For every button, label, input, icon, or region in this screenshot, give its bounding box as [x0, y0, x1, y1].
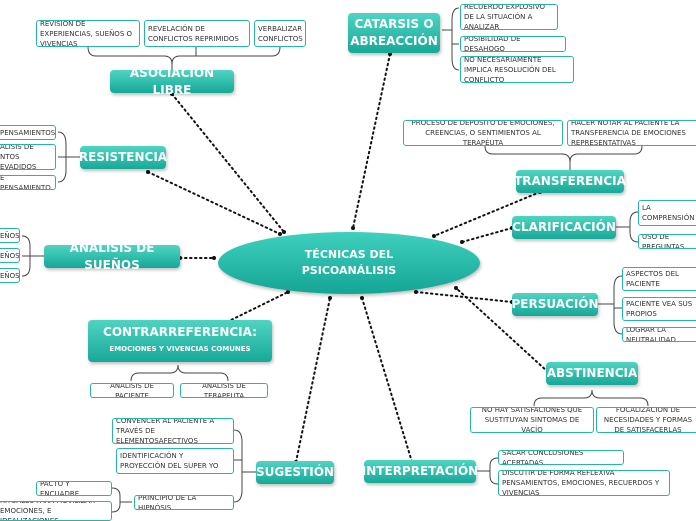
topic-contrarreferencia[interactable]: CONTRARREFERENCIA: EMOCIONES Y VIVENCIAS… [88, 320, 272, 362]
topic-resistencia[interactable]: RESISTENCIA [78, 146, 168, 169]
topic-interpretacion-label: INTERPRETACIÓN [361, 464, 479, 478]
leaf-abstinencia-1[interactable]: NO HAY SATISFACIONES QUE SUSTITUYAN SINT… [470, 407, 594, 433]
leaf-clarificacion-1[interactable]: COMPROBAR LA COMPRENSIÓN DEL PACIENTE [638, 200, 696, 226]
topic-interpretacion[interactable]: INTERPRETACIÓN [361, 460, 479, 483]
leaf-asociacion-1[interactable]: REVISIÓN DE EXPERIENCIAS, SUEÑOS O VIVEN… [36, 20, 140, 47]
leaf-resistencia-1[interactable]: PENSAMIENTOS [0, 125, 56, 140]
leaf-transferencia-2[interactable]: HACER NOTAR AL PACIENTE LA TRANSFERENCIA… [567, 120, 696, 146]
leaf-suenos-3[interactable]: EÑOS [0, 268, 20, 283]
leaf-clarificacion-2[interactable]: USO DE PREGUNTAS [638, 234, 696, 249]
leaf-resistencia-3[interactable]: E PENSAMIENTO [0, 175, 56, 190]
leaf-sugestion-4[interactable]: PACTO Y ENCUADRE [36, 481, 112, 496]
topic-clarificacion-label: CLARIFICACIÓN [512, 220, 616, 234]
topic-asociacion-libre-label: ASOCIACIÓN LIBRE [129, 65, 215, 97]
leaf-catarsis-1[interactable]: RECUERDO EXPLOSIVO DE LA SITUACIÓN A ANA… [460, 4, 558, 30]
topic-analisis-suenos[interactable]: ANÁLISIS DE SUEÑOS [44, 241, 180, 272]
leaf-persuasion-2[interactable]: LOGRAR QUE EL PACIENTE VEA SUS PROPIOS P… [622, 297, 696, 321]
topic-sugestion[interactable]: SUGESTIÓN [256, 461, 334, 484]
leaf-asociacion-3[interactable]: VERBALIZAR CONFLICTOS [254, 20, 306, 47]
topic-transferencia-label: TRANSFERENCIA [514, 174, 626, 188]
topic-transferencia[interactable]: TRANSFERENCIA [514, 170, 626, 193]
leaf-suenos-1[interactable]: EÑOS [0, 228, 20, 243]
topic-analisis-suenos-label: ANÁLISIS DE SUEÑOS [69, 240, 155, 272]
topic-sugestion-label: SUGESTIÓN [256, 465, 334, 479]
topic-abstinencia[interactable]: ABSTINENCIA [546, 362, 638, 385]
leaf-catarsis-3[interactable]: NO NECESARIAMENTE IMPLICA RESOLUCIÓN DEL… [460, 56, 574, 83]
leaf-sugestion-2[interactable]: IDENTIFICACIÓN Y PROYECCIÓN DEL SUPER YO [116, 448, 234, 474]
leaf-contra-2[interactable]: ANÁLISIS DE TERAPEUTA [180, 383, 268, 398]
leaf-interpretacion-2[interactable]: DISCUTIR DE FORMA REFLEXIVA PENSAMIENTOS… [498, 470, 670, 496]
central-topic[interactable]: TÉCNICAS DEL PSICOANÁLISIS [218, 232, 480, 294]
topic-catarsis-line2: ABREACCIÓN [350, 34, 438, 48]
central-topic-line1: TÉCNICAS DEL [304, 248, 394, 261]
topic-catarsis[interactable]: CATARSIS O ABREACCIÓN [348, 13, 440, 53]
topic-catarsis-line1: CATARSIS O [354, 17, 434, 31]
leaf-asociacion-2[interactable]: REVELACIÓN DE CONFLICTOS REPRIMIDOS [144, 20, 250, 47]
topic-persuasion-label: PERSUACIÓN [511, 297, 599, 311]
topic-contrarreferencia-subtitle: EMOCIONES Y VIVENCIAS COMUNES [109, 345, 251, 353]
topic-clarificacion[interactable]: CLARIFICACIÓN [512, 216, 616, 239]
leaf-suenos-2[interactable]: EÑOS [0, 248, 20, 263]
leaf-catarsis-2[interactable]: POSIBILIDAD DE DESAHOGO [460, 36, 566, 52]
leaf-interpretacion-1[interactable]: SACAR CONCLUSIONES ACERTADAS [498, 450, 624, 465]
topic-asociacion-libre[interactable]: ASOCIACIÓN LIBRE [110, 66, 234, 97]
central-topic-line2: PSICOANÁLISIS [301, 264, 397, 277]
leaf-persuasion-1[interactable]: ENTENDER ASPECTOS DEL PACIENTE PARATRASM… [622, 267, 696, 291]
topic-contrarreferencia-title: CONTRARREFERENCIA: [103, 325, 257, 339]
leaf-persuasion-3[interactable]: LOGRAR LA NEUTRALIDAD [622, 327, 696, 342]
leaf-resistencia-2[interactable]: ÁLISIS DE NTOS EVADIDOS [0, 144, 56, 170]
leaf-sugestion-3[interactable]: PRINCIPIO DE LA HIPNÓSIS [134, 495, 234, 510]
leaf-transferencia-1[interactable]: PROCESO DE DEPOSITO DE EMOCIONES, CREENC… [403, 120, 563, 146]
leaf-abstinencia-2[interactable]: FOCALIZACIÓN DE NECESIDADES Y FORMAS DE … [596, 407, 696, 433]
leaf-sugestion-1[interactable]: CONVENCER AL PACIENTE A TRAVÉS DE ELEMEN… [112, 418, 234, 444]
leaf-sugestion-5[interactable]: RITUALES PARA MOVILIZAR EMOCIONES, E IDE… [0, 501, 112, 521]
leaf-contra-1[interactable]: ANÁLISIS DE PACIENTE [90, 383, 174, 398]
topic-abstinencia-label: ABSTINENCIA [546, 366, 638, 380]
topic-persuasion[interactable]: PERSUACIÓN [511, 293, 599, 316]
topic-resistencia-label: RESISTENCIA [78, 150, 168, 164]
